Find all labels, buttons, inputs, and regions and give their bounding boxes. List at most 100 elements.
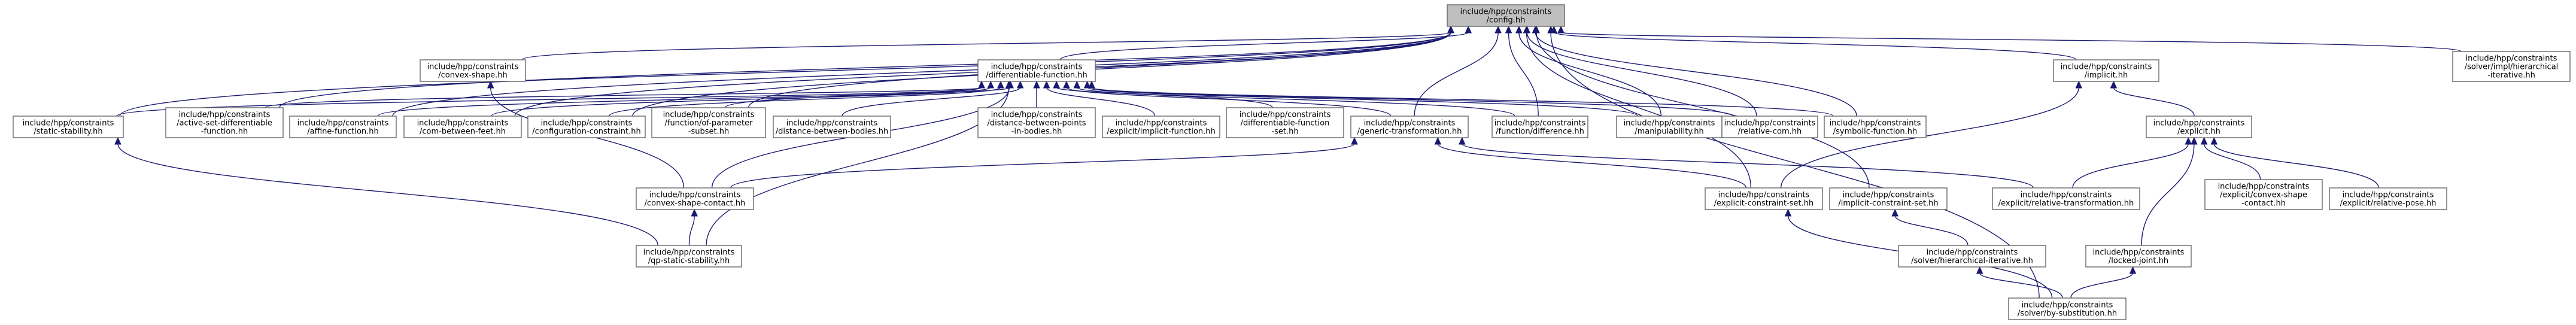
node-label-line: /explicit/convex-shape: [2220, 191, 2307, 200]
node-label-line: /distance-between-bodies.hh: [776, 127, 889, 136]
node-label-line: -iterative.hh: [2487, 71, 2535, 80]
node-label-line: /explicit/implicit-function.hh: [1107, 127, 1216, 136]
node-distance-between-bodies[interactable]: include/hpp/constraints/distance-between…: [773, 116, 891, 138]
node-box: [1616, 116, 1723, 138]
node-configuration-constraint[interactable]: include/hpp/constraints/configuration-co…: [527, 116, 646, 138]
edge-arrowhead: [1016, 80, 1024, 89]
node-explicit[interactable]: include/hpp/constraints/explicit.hh: [2146, 116, 2252, 138]
edge-implicit-constraint-set-to-solver-hierarchical-iterative: [1891, 208, 1969, 246]
edge-line: [1437, 143, 1747, 189]
node-box: [1992, 187, 2140, 210]
node-relative-com[interactable]: include/hpp/constraints/relative-com.hh: [1721, 116, 1818, 138]
edge-line: [608, 87, 1001, 117]
node-label-line: /qp-static-stability.hh: [648, 257, 730, 266]
edge-arrowhead: [1515, 25, 1523, 34]
node-label-line: include/hpp/constraints: [1460, 8, 1552, 17]
edge-config-to-implicit: [1550, 25, 2077, 60]
edge-arrowhead: [1458, 136, 1466, 145]
node-box: [2204, 179, 2323, 210]
node-generic-transformation[interactable]: include/hpp/constraints/generic-transfor…: [1350, 116, 1469, 138]
node-label-line: /distance-between-points: [988, 119, 1086, 128]
node-static-stability[interactable]: include/hpp/constraints/static-stability…: [13, 116, 124, 138]
edge-arrowhead: [1505, 25, 1512, 34]
edge-line: [392, 32, 1451, 117]
edge-arrowhead: [987, 80, 995, 89]
node-box: [1829, 187, 1948, 210]
node-label-line: include/hpp/constraints: [541, 119, 633, 128]
node-label-line: /locked-joint.hh: [2109, 257, 2168, 266]
node-label-line: include/hpp/constraints: [297, 119, 389, 128]
edge-arrowhead: [1434, 136, 1442, 145]
edge-line: [1086, 87, 1638, 117]
node-explicit-constraint-set[interactable]: include/hpp/constraints/explicit-constra…: [1705, 187, 1823, 210]
node-label-line: include/hpp/constraints: [2153, 119, 2245, 128]
edge-arrowhead: [691, 208, 698, 217]
edge-arrowhead: [1465, 25, 1472, 34]
edge-line: [1462, 143, 2034, 189]
node-active-set[interactable]: include/hpp/constraints/active-set-diffe…: [165, 107, 284, 138]
edge-arrowhead: [1494, 25, 1502, 34]
node-implicit[interactable]: include/hpp/constraints/implicit.hh: [2053, 59, 2159, 82]
node-explicit-implicit-function[interactable]: include/hpp/constraints/explicit/implici…: [1102, 116, 1220, 138]
edge-differentiable-function-to-manipulability: [1083, 80, 1638, 117]
edge-line: [748, 32, 1451, 108]
node-label-line: include/hpp/constraints: [1364, 119, 1456, 128]
node-symbolic-function[interactable]: include/hpp/constraints/symbolic-functio…: [1824, 116, 1927, 138]
node-solver-hierarchical-iterative[interactable]: include/hpp/constraints/solver/hierarchi…: [1898, 245, 2046, 268]
edge-differentiable-function-to-generic-transformation: [1063, 80, 1392, 117]
node-label-line: include/hpp/constraints: [1830, 119, 1921, 128]
node-differentiable-function-set[interactable]: include/hpp/constraints/differentiable-f…: [1226, 107, 1344, 138]
edge-line: [1518, 32, 1662, 117]
node-convex-shape-contact[interactable]: include/hpp/constraints/convex-shape-con…: [636, 187, 754, 210]
node-label-line: include/hpp/constraints: [2466, 54, 2557, 63]
node-config[interactable]: include/hpp/constraints/config.hh: [1447, 4, 1565, 27]
node-label-line: include/hpp/constraints: [2061, 63, 2152, 72]
node-distance-between-points[interactable]: include/hpp/constraints/distance-between…: [977, 107, 1096, 138]
node-function-of-parameter[interactable]: include/hpp/constraints/function/of-para…: [651, 107, 766, 138]
edge-differentiable-function-to-configuration-constraint: [608, 80, 1004, 117]
node-label-line: /solver/by-substitution.hh: [2018, 309, 2117, 318]
node-function-difference[interactable]: include/hpp/constraints/function/differe…: [1491, 116, 1588, 138]
node-label-line: -in-bodies.hh: [1011, 127, 1062, 136]
node-box: [2452, 51, 2571, 82]
node-box: [636, 245, 742, 268]
node-differentiable-function[interactable]: include/hpp/constraints/differentiable-f…: [977, 59, 1096, 82]
node-box: [1721, 116, 1818, 138]
edge-arrowhead: [1557, 25, 1565, 34]
node-label-line: include/hpp/constraints: [417, 119, 509, 128]
edge-differentiable-function-to-distance-between-bodies: [842, 80, 1024, 117]
node-label-line: -subset.hh: [688, 127, 729, 136]
edge-line: [2213, 143, 2379, 189]
edge-line: [377, 87, 982, 117]
node-label-line: /com-between-feet.hh: [420, 127, 506, 136]
edge-arrowhead: [2075, 80, 2083, 89]
edge-config-to-explicit-constraint-set: [1523, 25, 1752, 189]
node-explicit-relative-pose[interactable]: include/hpp/constraints/explicit/relativ…: [2329, 187, 2447, 210]
edge-line: [1046, 87, 1156, 117]
node-solver-impl-hierarchical[interactable]: include/hpp/constraints/solver/impl/hier…: [2452, 51, 2571, 82]
node-label-line: /solver/impl/hierarchical: [2465, 63, 2559, 72]
node-label-line: /active-set-differentiable: [177, 119, 272, 128]
edge-line: [117, 143, 658, 246]
node-qp-static-stability[interactable]: include/hpp/constraints/qp-static-stabil…: [636, 245, 742, 268]
edge-differentiable-function-to-distance-between-points: [1033, 80, 1040, 108]
edge-arrowhead: [2110, 80, 2118, 89]
node-affine-function[interactable]: include/hpp/constraints/affine-function.…: [289, 116, 397, 138]
edge-line: [1526, 32, 1752, 189]
node-box: [289, 116, 397, 138]
edge-arrowhead: [1351, 136, 1358, 145]
node-explicit-relative-transformation[interactable]: include/hpp/constraints/explicit/relativ…: [1992, 187, 2140, 210]
edge-line: [2203, 143, 2261, 180]
node-manipulability[interactable]: include/hpp/constraints/manipulability.h…: [1616, 116, 1723, 138]
node-explicit-convex-shape-contact[interactable]: include/hpp/constraints/explicit/convex-…: [2204, 179, 2323, 210]
edge-arrowhead: [1063, 80, 1070, 89]
node-convex-shape[interactable]: include/hpp/constraints/convex-shape.hh: [420, 59, 526, 82]
node-solver-by-substitution[interactable]: include/hpp/constraints/solver/by-substi…: [2008, 297, 2127, 320]
node-box: [2085, 245, 2192, 268]
node-locked-joint[interactable]: include/hpp/constraints/locked-joint.hh: [2085, 245, 2192, 268]
node-label-line: /convex-shape-contact.hh: [645, 199, 746, 208]
node-box: [2008, 297, 2127, 320]
node-com-between-feet[interactable]: include/hpp/constraints/com-between-feet…: [403, 116, 522, 138]
edge-line: [279, 32, 1451, 108]
node-implicit-constraint-set[interactable]: include/hpp/constraints/implicit-constra…: [1829, 187, 1948, 210]
